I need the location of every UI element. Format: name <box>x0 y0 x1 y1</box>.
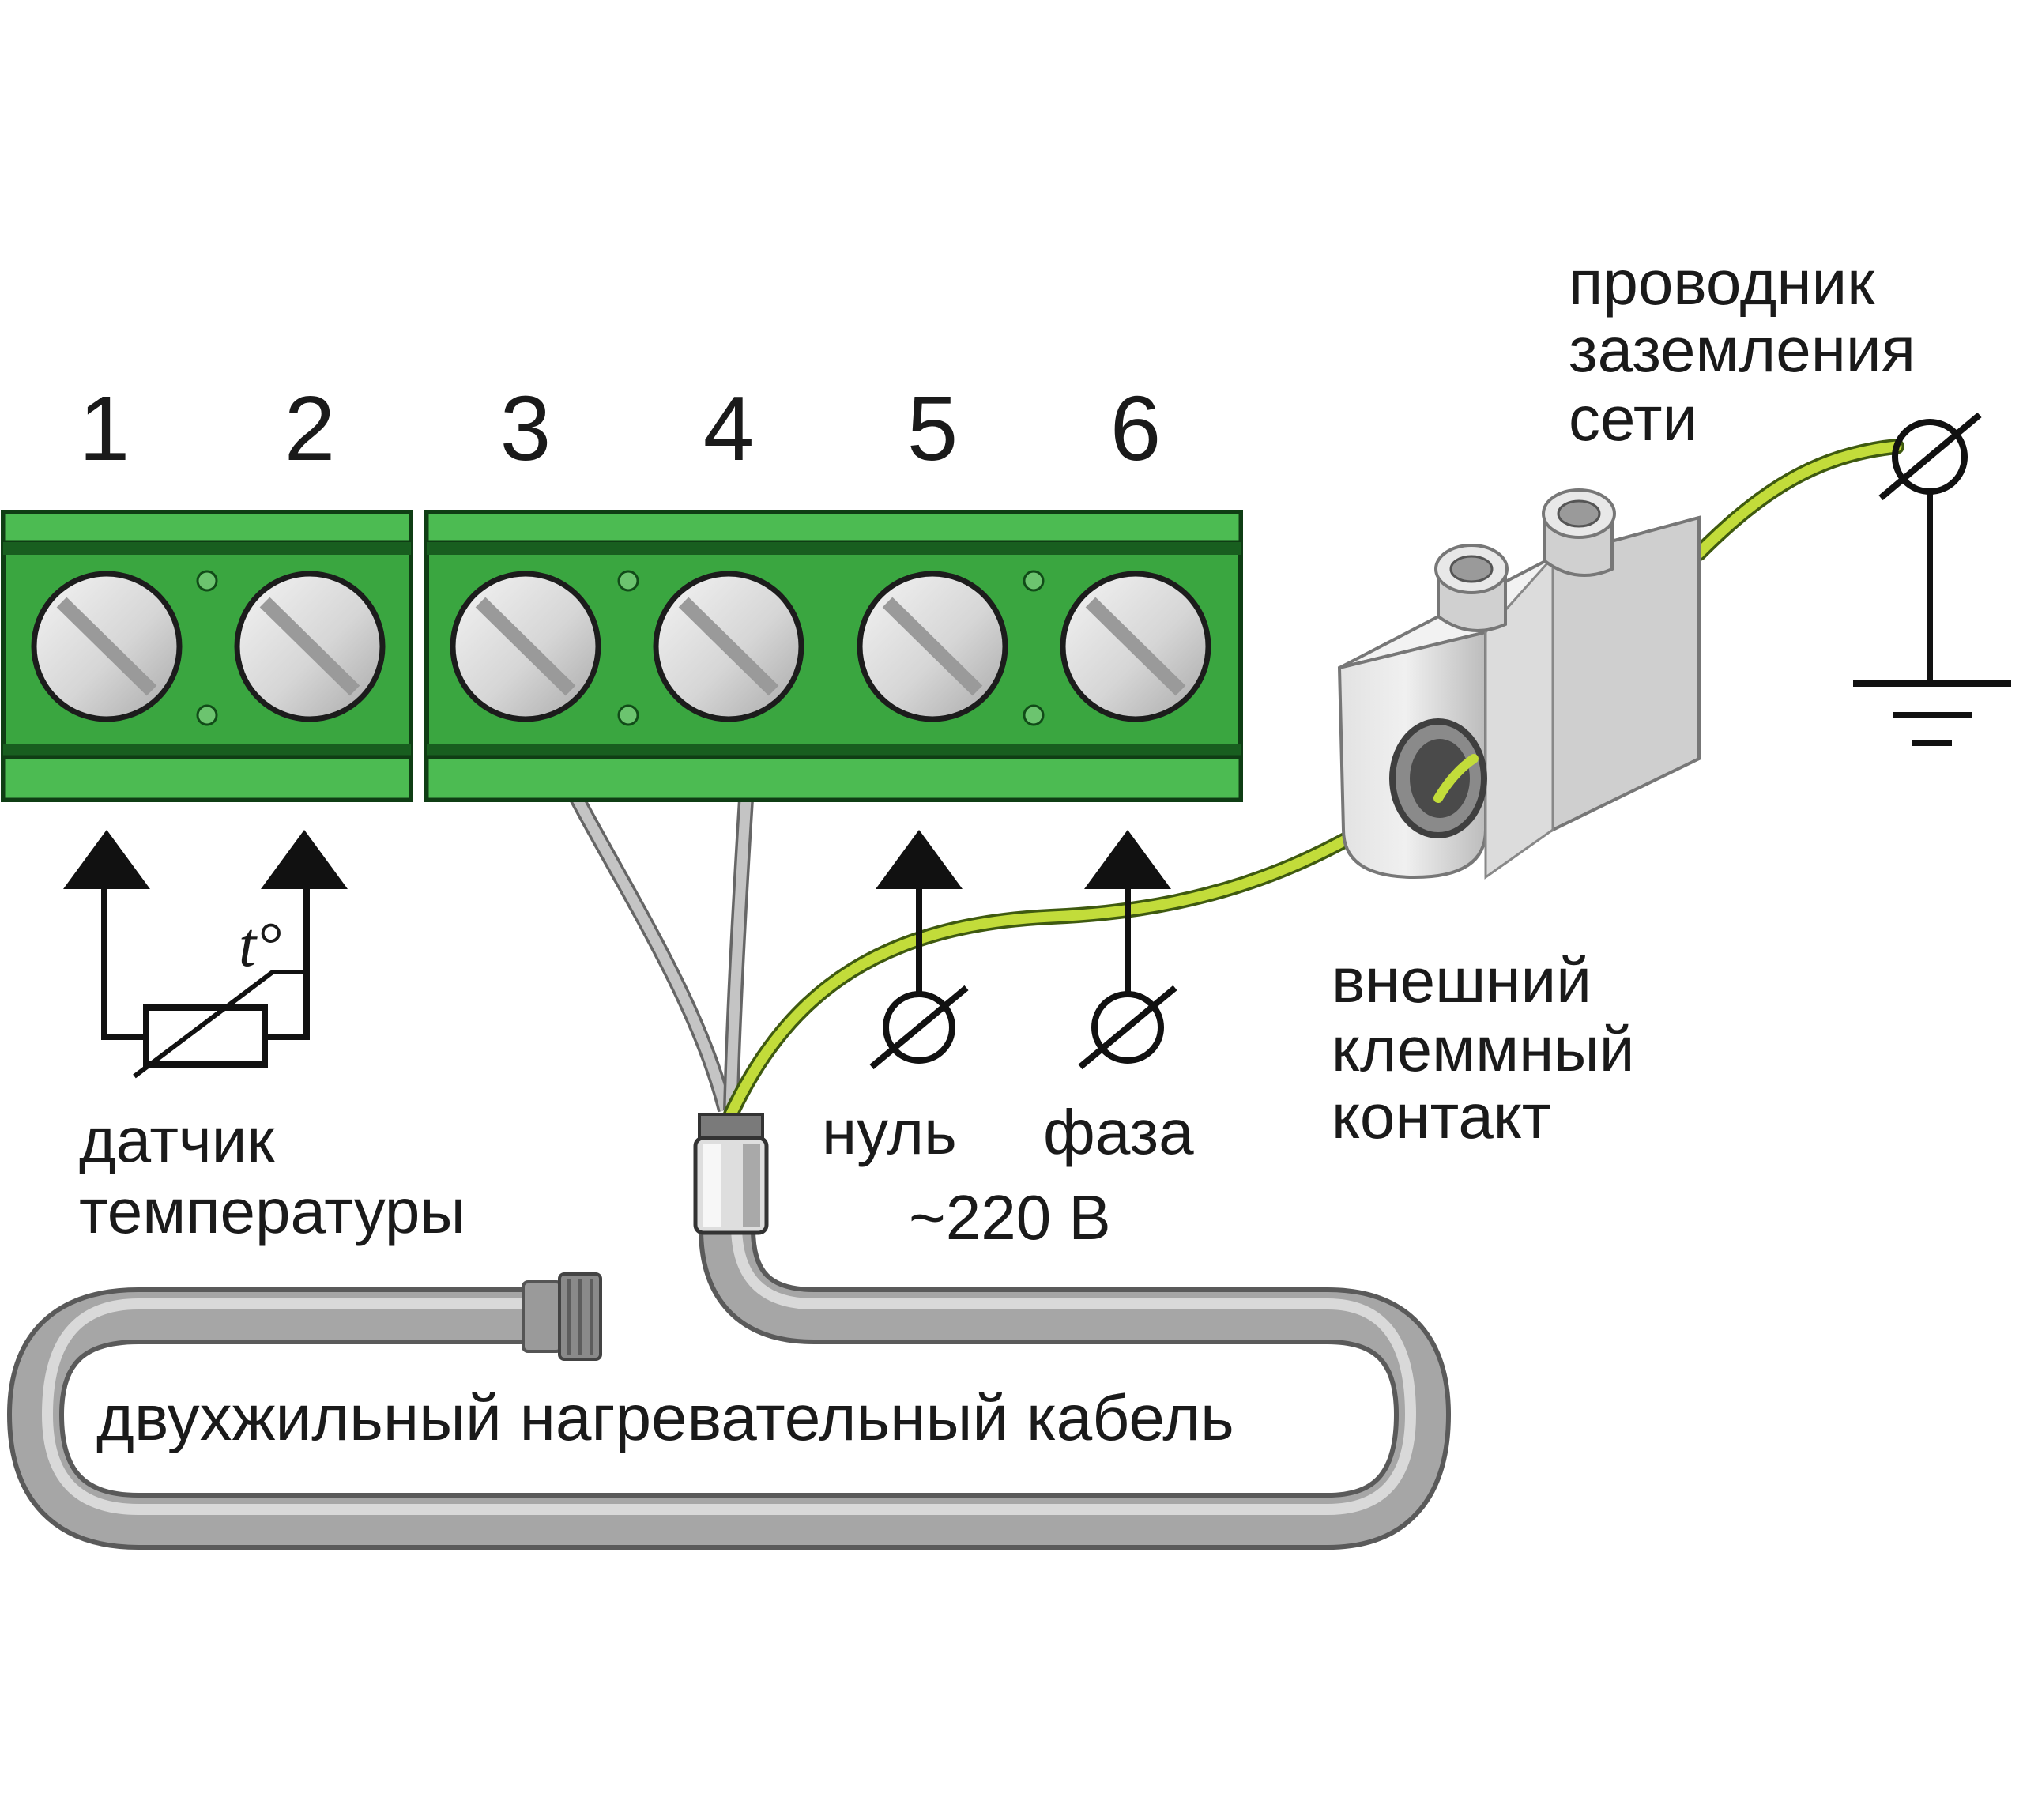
screw-1 <box>31 571 183 722</box>
screw-2 <box>234 571 386 722</box>
sensor-label-line2: температуры <box>79 1176 465 1246</box>
cable-end-cap <box>522 1272 602 1361</box>
thermistor-icon <box>143 1004 268 1068</box>
screw-6 <box>1060 571 1211 722</box>
external-terminal-connector <box>1337 488 1701 880</box>
temperature-sensor-symbol <box>63 830 348 1079</box>
phase-connection <box>1078 830 1177 1070</box>
temp-symbol: t° <box>239 910 281 980</box>
arrow-up-icon <box>1084 830 1171 889</box>
screw-4 <box>653 571 804 722</box>
connector-label-line1: внешний <box>1332 945 1592 1016</box>
voltage-label: ~220 В <box>909 1182 1111 1253</box>
arrow-up-icon <box>876 830 963 889</box>
connector-label-line2: клеммный <box>1332 1014 1634 1084</box>
phase-label: фаза <box>1043 1097 1194 1167</box>
cable-label: двухжильный нагревательный кабель <box>96 1382 1234 1454</box>
terminal-number-5: 5 <box>907 377 959 480</box>
neutral-label: нуль <box>822 1097 957 1167</box>
terminal-clamp-icon <box>1091 991 1164 1064</box>
heating-cable <box>7 1122 1451 1550</box>
cable-sleeve <box>693 1113 769 1235</box>
connector-screw-tower <box>1434 544 1509 632</box>
terminal-number-3: 3 <box>500 377 552 480</box>
terminal-number-2: 2 <box>284 377 336 480</box>
terminal-number-1: 1 <box>79 377 130 480</box>
ground-label-line2: заземления <box>1569 315 1916 385</box>
terminal-number-4: 4 <box>703 377 755 480</box>
ground-wire-end <box>1433 754 1479 803</box>
arrow-up-icon <box>63 830 150 889</box>
screw-5 <box>857 571 1008 722</box>
ground-label-line3: сети <box>1569 383 1697 454</box>
ground-symbol <box>1853 412 2011 746</box>
arrow-up-icon <box>261 830 348 889</box>
core-wires <box>545 747 757 1113</box>
screw-3 <box>450 571 601 722</box>
sensor-label-line1: датчик <box>79 1105 275 1175</box>
ground-label-line1: проводник <box>1569 247 1875 318</box>
connector-label-line3: контакт <box>1332 1081 1550 1151</box>
terminal-screws <box>31 571 1211 722</box>
connector-screw-tower <box>1542 488 1616 577</box>
neutral-connection <box>869 830 969 1070</box>
terminal-number-6: 6 <box>1110 377 1162 480</box>
terminal-clamp-icon <box>883 991 955 1064</box>
